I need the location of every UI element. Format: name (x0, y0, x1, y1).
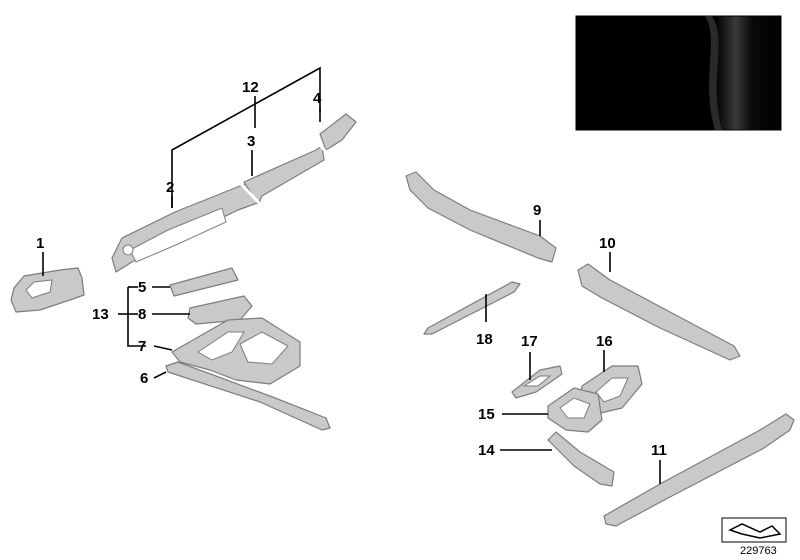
part-6-strip (165, 361, 331, 431)
dashboard-trim-strip (111, 113, 357, 273)
part-17-trim (511, 365, 563, 399)
callout-6: 6 (140, 370, 148, 387)
callout-10: 10 (599, 235, 616, 252)
diagram-number: 229763 (740, 545, 777, 557)
callout-5: 5 (138, 279, 146, 296)
part-15-trim (547, 387, 603, 433)
callout-9: 9 (533, 202, 541, 219)
part-9-trim (405, 171, 557, 263)
callout-15: 15 (478, 406, 495, 423)
trim-finish-swatch (575, 15, 782, 131)
part-18-trim (423, 281, 521, 335)
navigation-icon-box: 229763 (721, 517, 787, 557)
callout-8: 8 (138, 306, 146, 323)
callout-labels: 1 2 3 4 5 6 7 8 9 10 11 12 13 14 15 16 1… (36, 79, 667, 459)
callout-11: 11 (651, 442, 667, 459)
leader-lines (42, 66, 661, 484)
callout-1: 1 (36, 235, 44, 252)
callout-18: 18 (476, 331, 493, 348)
part-10-trim (577, 263, 741, 361)
callout-7: 7 (138, 338, 146, 355)
callout-4: 4 (313, 90, 322, 107)
car-outline-icon (728, 523, 782, 539)
part-14-trim (547, 431, 615, 487)
callout-12: 12 (242, 79, 259, 96)
callout-16: 16 (596, 333, 613, 350)
callout-13: 13 (92, 306, 109, 323)
callout-17: 17 (521, 333, 538, 350)
part-7-console-frame (171, 317, 301, 385)
callout-14: 14 (478, 442, 495, 459)
callout-3: 3 (247, 133, 255, 150)
part-5-trim (169, 267, 239, 297)
part-1-trim (10, 267, 85, 313)
callout-2: 2 (166, 179, 174, 196)
part-11-strip (603, 413, 795, 527)
